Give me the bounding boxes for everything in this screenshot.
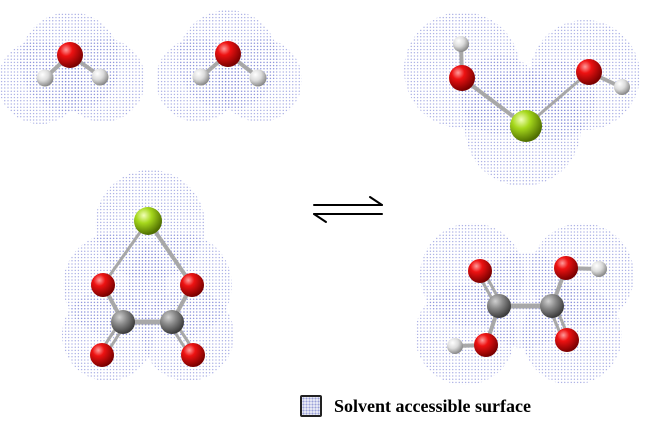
solvent-surface <box>404 12 640 186</box>
solvent-surface <box>0 12 145 124</box>
hydrogen-atom <box>249 69 267 87</box>
oxygen-atom <box>180 273 204 297</box>
hydrogen-atom <box>591 261 607 277</box>
water-molecule-right <box>156 10 302 122</box>
hydrogen-atom <box>36 69 54 87</box>
equilibrium-arrow <box>313 196 383 223</box>
oxygen-atom <box>181 343 205 367</box>
oxygen-atom <box>449 65 475 91</box>
hydrogen-atom <box>453 36 469 52</box>
oxygen-atom <box>555 328 579 352</box>
carbon-atom <box>540 294 564 318</box>
oxygen-atom <box>554 256 578 280</box>
oxygen-atom <box>215 41 241 67</box>
water-molecule-left <box>0 12 145 124</box>
carbon-atom <box>160 310 184 334</box>
metal-oxalate-chelate <box>62 170 234 381</box>
surface-swatch <box>300 395 322 417</box>
hydrogen-atom <box>447 338 463 354</box>
hydrogen-atom <box>91 68 109 86</box>
oxygen-atom <box>91 273 115 297</box>
hydrogen-atom <box>614 79 630 95</box>
carbon-atom <box>487 294 511 318</box>
oxygen-atom <box>576 59 602 85</box>
oxygen-atom <box>468 259 492 283</box>
metal-atom <box>510 110 542 142</box>
legend-label: Solvent accessible surface <box>334 395 531 416</box>
hydrogen-atom <box>192 68 210 86</box>
solvent-surface <box>62 170 234 381</box>
legend: Solvent accessible surface <box>300 393 531 419</box>
oxalic-acid-molecule <box>415 223 634 385</box>
oxygen-atom <box>474 333 498 357</box>
metal-atom <box>134 207 162 235</box>
oxygen-atom <box>90 343 114 367</box>
hydrated-metal-complex <box>404 12 640 186</box>
carbon-atom <box>111 310 135 334</box>
oxygen-atom <box>57 42 83 68</box>
